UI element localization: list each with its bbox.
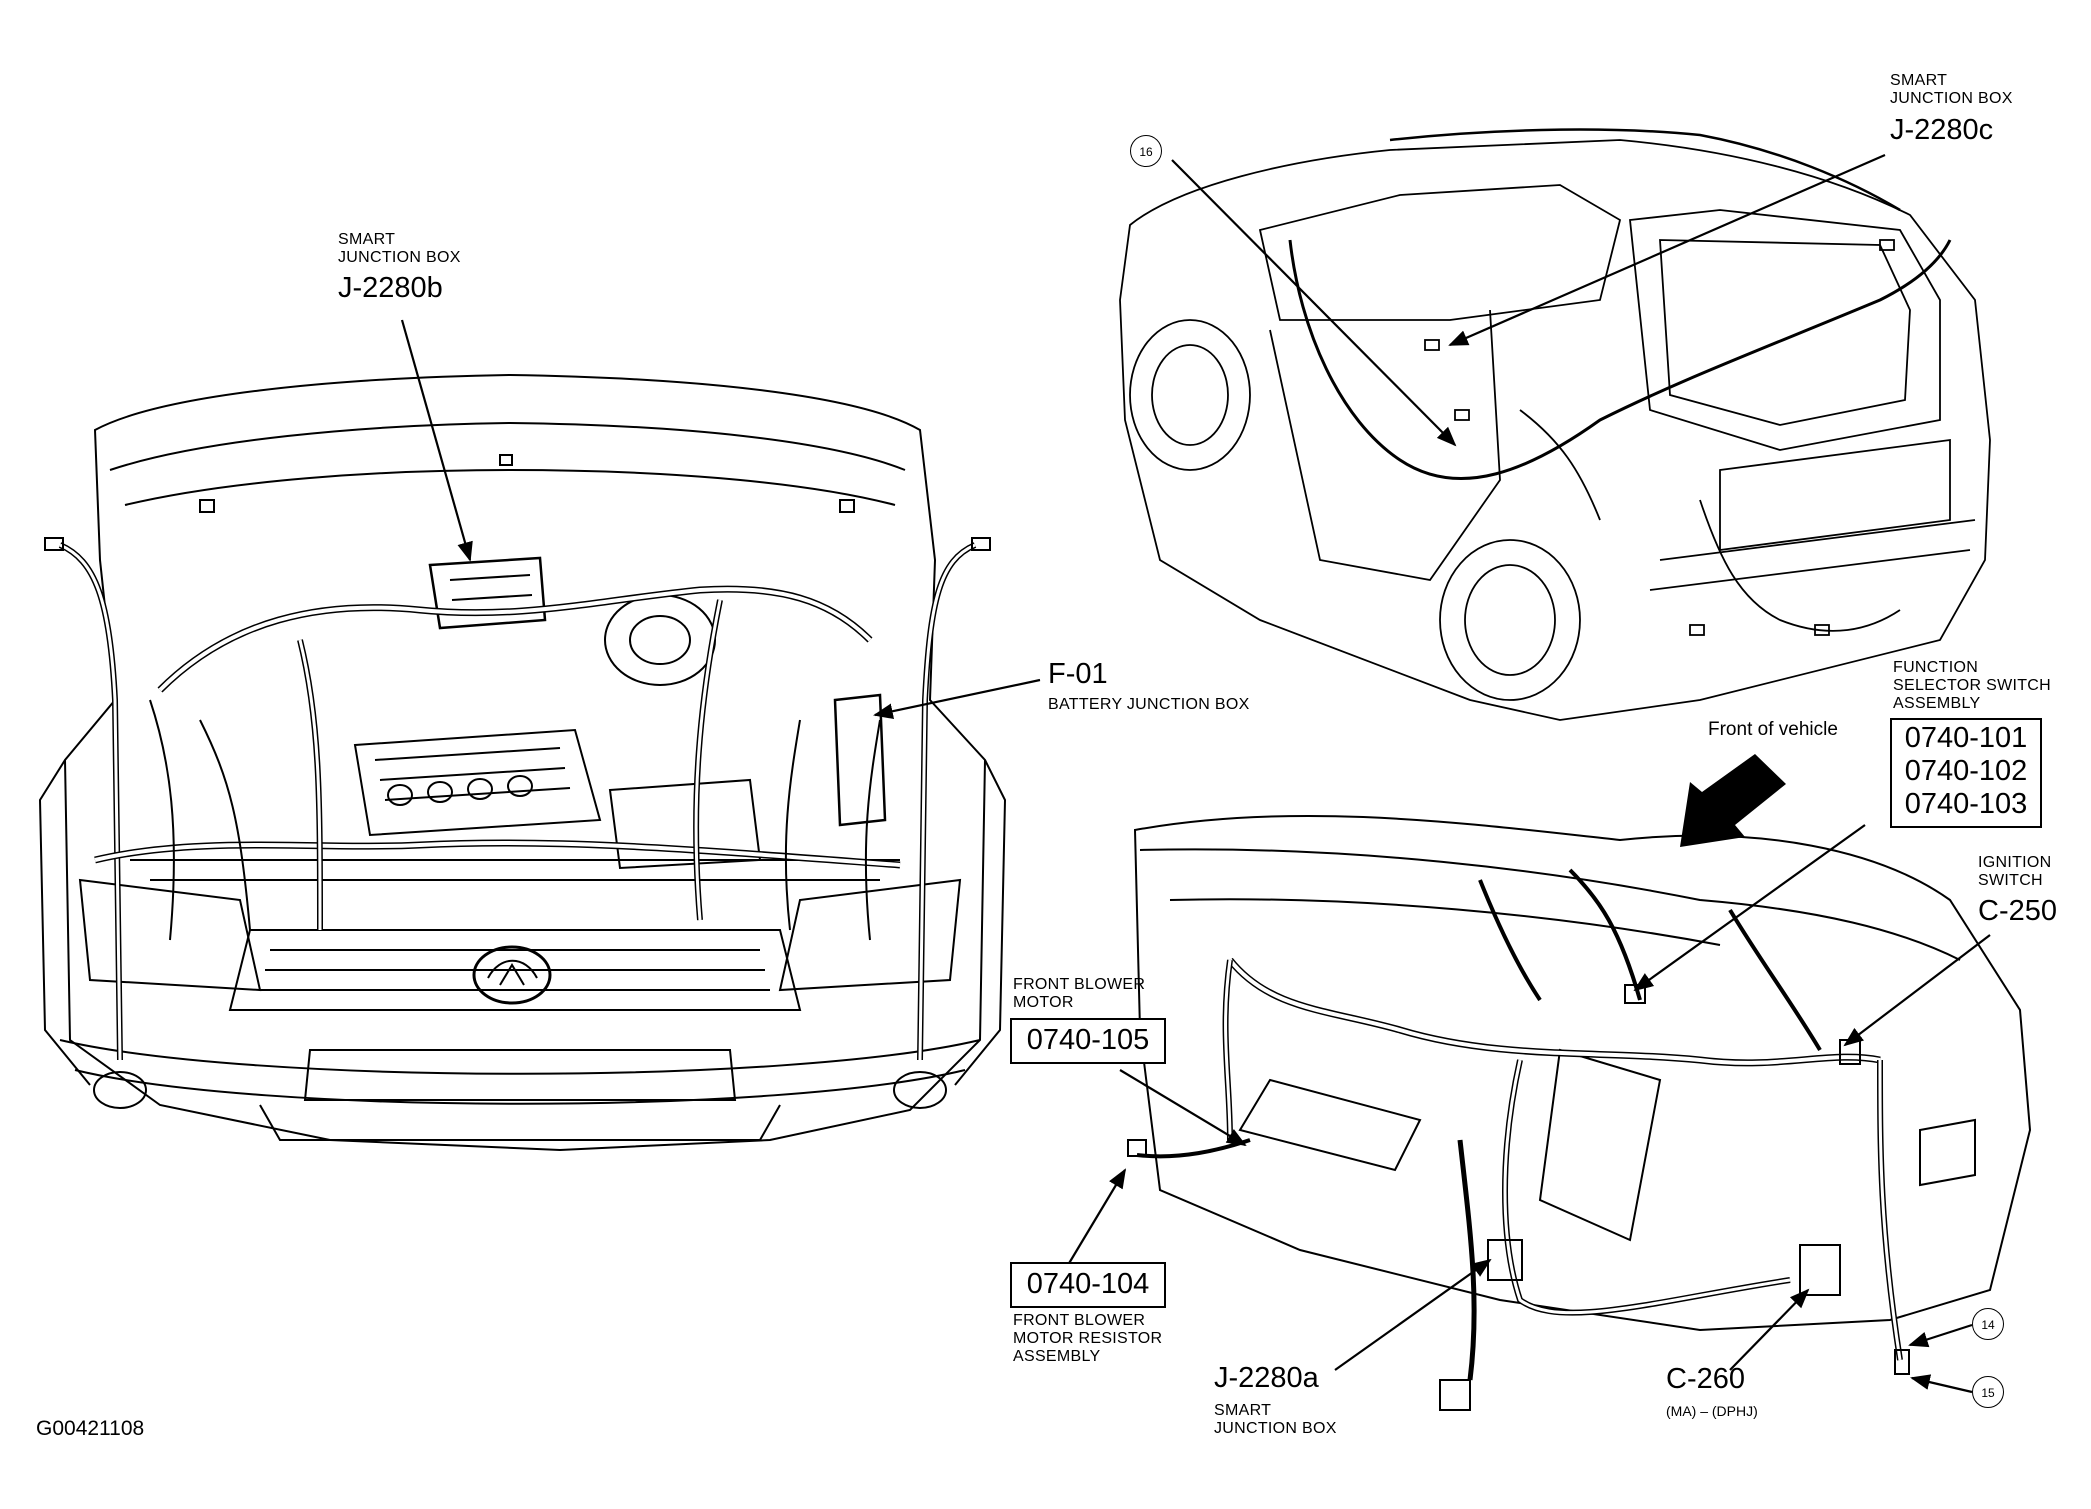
c260-code: C-260 xyxy=(1666,1363,1745,1395)
leader-lines xyxy=(400,153,1991,1394)
blower-resistor-line3: ASSEMBLY xyxy=(1013,1348,1101,1365)
sjb-b-title-line1: SMART xyxy=(338,231,396,248)
blower-motor-code-box: 0740-105 xyxy=(1010,1018,1166,1064)
callout-14: 14 xyxy=(1972,1308,2004,1340)
sjb-b-code: J-2280b xyxy=(338,272,443,304)
instrument-panel-drawing xyxy=(1127,814,2032,1411)
blower-resistor-line1: FRONT BLOWER xyxy=(1013,1312,1146,1329)
leader-sjb-b xyxy=(400,319,473,562)
sjb-a-code: J-2280a xyxy=(1214,1362,1319,1394)
blower-resistor-code-box: 0740-104 xyxy=(1010,1262,1166,1308)
leader-c260 xyxy=(1729,1288,1810,1371)
function-selector-code-3: 0740-103 xyxy=(1904,788,2028,820)
leader-sjb-a xyxy=(1334,1258,1492,1371)
function-selector-codes-box: 0740-101 0740-102 0740-103 xyxy=(1890,718,2042,828)
sjb-c-title-line2: JUNCTION BOX xyxy=(1890,90,2013,107)
battery-jb-name: BATTERY JUNCTION BOX xyxy=(1048,696,1250,713)
leader-callout-15 xyxy=(1910,1374,1973,1394)
sjb-b-title-line2: JUNCTION BOX xyxy=(338,249,461,266)
sjb-a-line2: JUNCTION BOX xyxy=(1214,1420,1337,1437)
blower-resistor-code: 0740-104 xyxy=(1026,1268,1150,1300)
leader-blower-motor xyxy=(1119,1069,1247,1147)
vehicle-rear-drawing xyxy=(1119,128,1991,721)
callout-15: 15 xyxy=(1972,1376,2004,1408)
sjb-a-line1: SMART xyxy=(1214,1402,1272,1419)
function-selector-line2: SELECTOR SWITCH xyxy=(1893,677,2051,694)
sjb-c-title-line1: SMART xyxy=(1890,72,1948,89)
engine-bay-drawing xyxy=(38,373,1007,1152)
leader-function-selector xyxy=(1633,824,1866,992)
ignition-switch-code: C-250 xyxy=(1978,895,2057,927)
leader-callout-14 xyxy=(1908,1323,1973,1348)
front-arrow-icon xyxy=(1680,754,1786,847)
function-selector-code-2: 0740-102 xyxy=(1904,755,2028,787)
c260-sub: (MA) – (DPHJ) xyxy=(1666,1403,1758,1419)
leader-ignition-switch xyxy=(1843,934,1991,1047)
ignition-switch-line1: IGNITION xyxy=(1978,854,2052,871)
function-selector-line3: ASSEMBLY xyxy=(1893,695,1981,712)
blower-motor-line2: MOTOR xyxy=(1013,994,1074,1011)
leader-sjb-c xyxy=(1448,153,1886,347)
blower-motor-line1: FRONT BLOWER xyxy=(1013,976,1146,993)
front-of-vehicle-label: Front of vehicle xyxy=(1708,719,1838,740)
callout-16: 16 xyxy=(1130,135,1162,167)
leader-blower-resistor xyxy=(1067,1168,1127,1266)
leader-battery-jb xyxy=(873,678,1041,720)
function-selector-line1: FUNCTION xyxy=(1893,659,1979,676)
function-selector-code-1: 0740-101 xyxy=(1904,722,2028,754)
blower-resistor-line2: MOTOR RESISTOR xyxy=(1013,1330,1163,1347)
figure-id: G00421108 xyxy=(36,1417,145,1440)
ignition-switch-line2: SWITCH xyxy=(1978,872,2043,889)
leader-callout-16 xyxy=(1171,159,1457,447)
battery-jb-code: F-01 xyxy=(1048,658,1108,690)
blower-motor-code: 0740-105 xyxy=(1026,1024,1150,1056)
sjb-c-code: J-2280c xyxy=(1890,114,1994,146)
